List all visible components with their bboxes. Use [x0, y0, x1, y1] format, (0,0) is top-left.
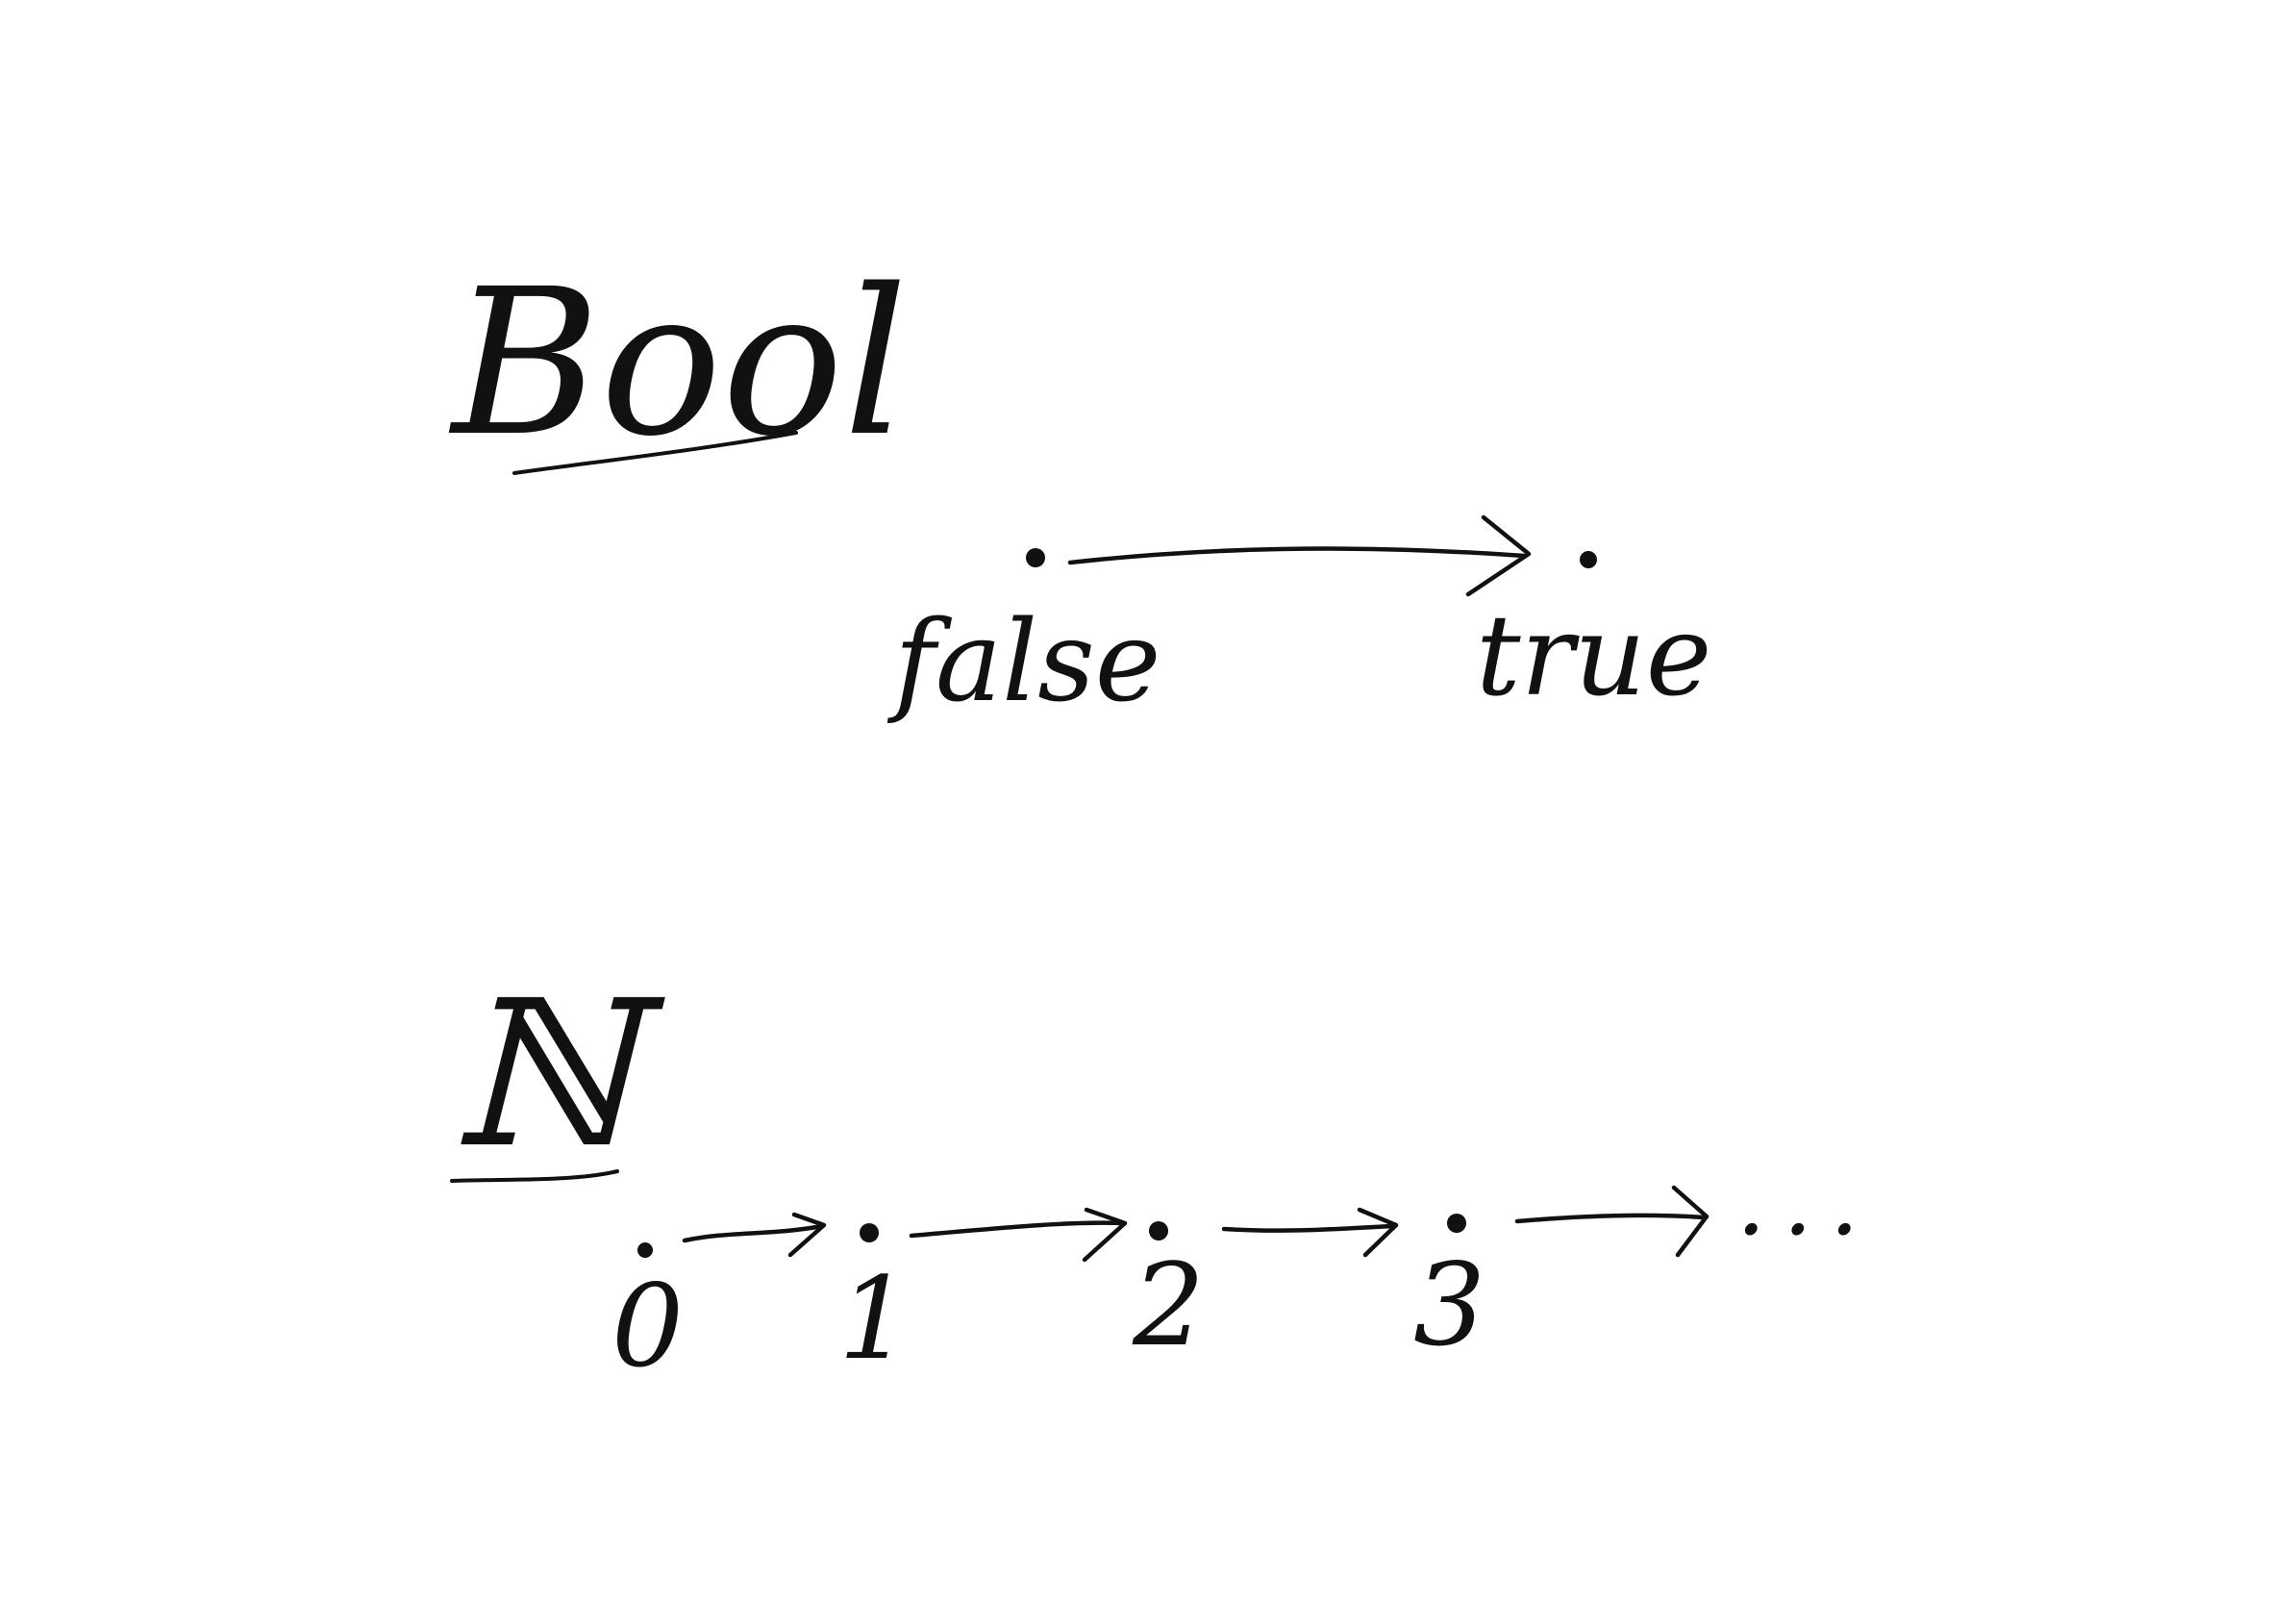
- bool-title: Bool: [448, 245, 908, 481]
- bool-section: Bool false true: [448, 245, 1711, 727]
- arrow-0-to-1: [682, 1223, 825, 1243]
- node-false-dot: [1026, 548, 1045, 567]
- arrow-false-to-true: [1067, 546, 1527, 565]
- node-1-dot: [860, 1223, 879, 1242]
- naturals-section: ℕ 0 1 2 3 ...: [450, 957, 1877, 1392]
- node-2-dot: [1149, 1221, 1168, 1241]
- node-true-dot: [1580, 551, 1597, 568]
- continuation-ellipsis: ...: [1736, 1148, 1877, 1256]
- arrow-2-to-3: [1221, 1223, 1395, 1233]
- arrow-1-to-2: [909, 1220, 1126, 1239]
- arrow-3-to-next: [1514, 1213, 1707, 1224]
- node-0-dot: [637, 1242, 653, 1258]
- node-3-label: 3: [1413, 1239, 1485, 1371]
- arrow-3-to-next-head: [1671, 1185, 1710, 1258]
- bool-title-underline: [512, 431, 798, 475]
- node-2-label: 2: [1132, 1239, 1205, 1371]
- node-true-label: true: [1476, 591, 1711, 721]
- naturals-title: ℕ: [452, 957, 665, 1192]
- node-false-label: false: [886, 597, 1160, 727]
- arrow-1-to-2-head: [1082, 1207, 1128, 1263]
- naturals-title-underline: [450, 1169, 619, 1183]
- arrow-false-to-true-head: [1465, 514, 1532, 597]
- node-1-label: 1: [838, 1252, 911, 1385]
- arrow-2-to-3-head: [1357, 1207, 1399, 1258]
- node-3-dot: [1447, 1214, 1466, 1233]
- arrow-0-to-1-head: [787, 1212, 827, 1258]
- node-0-label: 0: [611, 1260, 684, 1392]
